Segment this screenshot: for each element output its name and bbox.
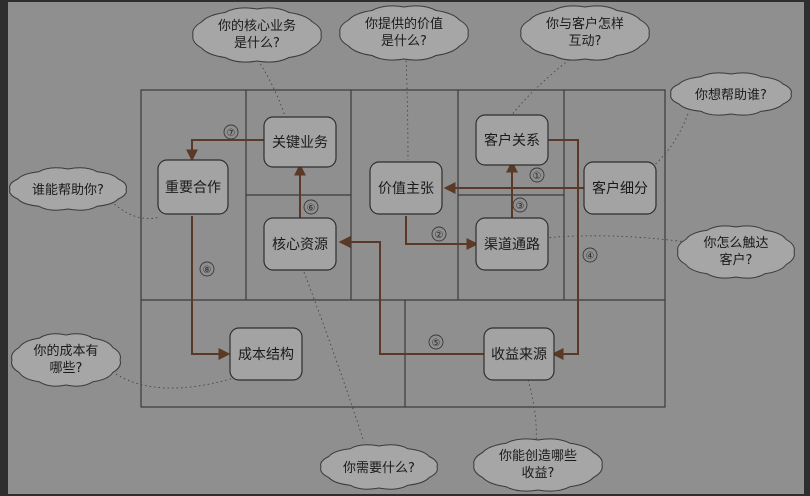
block-key-activities: 关键业务 xyxy=(263,116,337,168)
cloud-interaction: 你与客户怎样 互动? xyxy=(520,5,650,61)
building-blocks: 重要合作 关键业务 核心资源 价值主张 客户关系 渠道通路 客户细分 成本结构 xyxy=(157,114,657,381)
svg-text:收益?: 收益? xyxy=(522,466,555,481)
svg-text:是什么?: 是什么? xyxy=(381,34,427,49)
cloud-costs: 你的成本有 哪些? xyxy=(11,333,121,387)
block-key-partners: 重要合作 xyxy=(157,159,229,215)
svg-text:你需要什么?: 你需要什么? xyxy=(343,461,415,476)
block-cost-structure: 成本结构 xyxy=(229,327,303,381)
svg-text:⑥: ⑥ xyxy=(307,203,316,214)
canvas-outline xyxy=(140,89,666,408)
svg-text:客户?: 客户? xyxy=(720,252,753,268)
step-number-3: ③ xyxy=(512,197,528,213)
svg-text:重要合作: 重要合作 xyxy=(165,180,221,196)
block-channels: 渠道通路 xyxy=(475,217,549,271)
arrow-step-8 xyxy=(191,216,231,360)
block-revenue-streams: 收益来源 xyxy=(483,327,555,381)
arrow-step-5 xyxy=(338,236,484,355)
svg-text:⑧: ⑧ xyxy=(203,265,212,276)
svg-text:客户细分: 客户细分 xyxy=(592,180,648,197)
cloud-outline xyxy=(473,438,603,492)
svg-text:你的成本有: 你的成本有 xyxy=(33,343,98,359)
svg-text:③: ③ xyxy=(516,201,525,212)
svg-text:⑤: ⑤ xyxy=(432,338,441,349)
svg-text:⑦: ⑦ xyxy=(227,128,236,139)
svg-text:②: ② xyxy=(435,230,444,241)
leader-line xyxy=(115,373,235,389)
svg-text:你能创造哪些: 你能创造哪些 xyxy=(499,449,577,464)
svg-text:你想帮助谁?: 你想帮助谁? xyxy=(695,87,767,103)
step-number-2: ② xyxy=(431,226,447,242)
block-customer-segments: 客户细分 xyxy=(583,161,657,215)
leader-lines xyxy=(107,53,689,445)
svg-text:关键业务: 关键业务 xyxy=(272,135,328,151)
business-model-canvas-diagram: ① ② ③ ④ ⑤ ⑥ ⑦ ⑧ 重要合作 关键业务 核心资源 价值主张 客户关系 xyxy=(8,2,804,494)
cloud-outline xyxy=(9,167,127,211)
cloud-help-who: 你想帮助谁? xyxy=(670,72,792,116)
leader-line xyxy=(647,113,689,171)
svg-text:你怎么触达: 你怎么触达 xyxy=(703,236,768,251)
leader-line xyxy=(507,53,577,121)
svg-text:④: ④ xyxy=(586,251,595,262)
cloud-outline xyxy=(670,72,792,116)
arrow-step-4 xyxy=(544,139,579,360)
block-value-propositions: 价值主张 xyxy=(369,161,443,215)
svg-text:成本结构: 成本结构 xyxy=(238,347,294,363)
step-number-8: ⑧ xyxy=(199,261,215,277)
step-number-7: ⑦ xyxy=(223,124,239,140)
cloud-outline xyxy=(320,444,438,490)
step-number-1: ① xyxy=(529,167,545,183)
canvas-grid xyxy=(140,89,666,408)
step-number-4: ④ xyxy=(582,247,598,263)
svg-text:渠道通路: 渠道通路 xyxy=(484,237,540,253)
svg-text:客户关系: 客户关系 xyxy=(484,132,540,149)
cloud-reach: 你怎么触达 客户? xyxy=(677,225,795,279)
step-numbers: ① ② ③ ④ ⑤ ⑥ ⑦ ⑧ xyxy=(199,124,598,350)
block-key-resources: 核心资源 xyxy=(263,217,337,271)
svg-text:①: ① xyxy=(533,171,542,182)
svg-text:收益来源: 收益来源 xyxy=(491,347,547,363)
cloud-outline xyxy=(339,5,469,61)
svg-text:价值主张: 价值主张 xyxy=(378,181,434,197)
arrow-step-7 xyxy=(186,139,264,162)
step-number-6: ⑥ xyxy=(303,199,319,215)
leader-line xyxy=(405,55,409,161)
cloud-value-offered: 你提供的价值 是什么? xyxy=(339,5,469,61)
cloud-core-business: 你的核心业务 是什么? xyxy=(192,7,322,63)
cloud-outline xyxy=(520,5,650,61)
cloud-revenue: 你能创造哪些 收益? xyxy=(473,438,603,492)
leader-line xyxy=(303,271,365,443)
cloud-needs: 你需要什么? xyxy=(320,444,438,490)
arrow-step-2 xyxy=(405,216,479,250)
diagram-svg: ① ② ③ ④ ⑤ ⑥ ⑦ ⑧ 重要合作 关键业务 核心资源 价值主张 客户关系 xyxy=(9,5,795,492)
svg-text:是什么?: 是什么? xyxy=(234,36,280,51)
block-customer-relationships: 客户关系 xyxy=(475,114,549,166)
leader-line xyxy=(527,379,537,445)
cloud-who-helps: 谁能帮助你? xyxy=(9,167,127,211)
step-number-5: ⑤ xyxy=(428,334,444,350)
svg-text:哪些?: 哪些? xyxy=(50,361,83,376)
flow-arrows xyxy=(186,139,584,360)
svg-text:你与客户怎样: 你与客户怎样 xyxy=(546,16,624,32)
svg-text:核心资源: 核心资源 xyxy=(272,237,328,253)
svg-text:你的核心业务: 你的核心业务 xyxy=(218,18,296,34)
cloud-outline xyxy=(11,333,121,387)
cloud-outline xyxy=(677,225,795,279)
svg-text:谁能帮助你?: 谁能帮助你? xyxy=(32,183,104,198)
cloud-outline xyxy=(192,7,322,63)
question-clouds: 你的核心业务 是什么? 你提供的价值 是什么? 你与客户怎样 互动? 你想帮助谁… xyxy=(9,5,795,492)
svg-text:互动?: 互动? xyxy=(569,34,602,49)
svg-text:你提供的价值: 你提供的价值 xyxy=(365,16,443,32)
